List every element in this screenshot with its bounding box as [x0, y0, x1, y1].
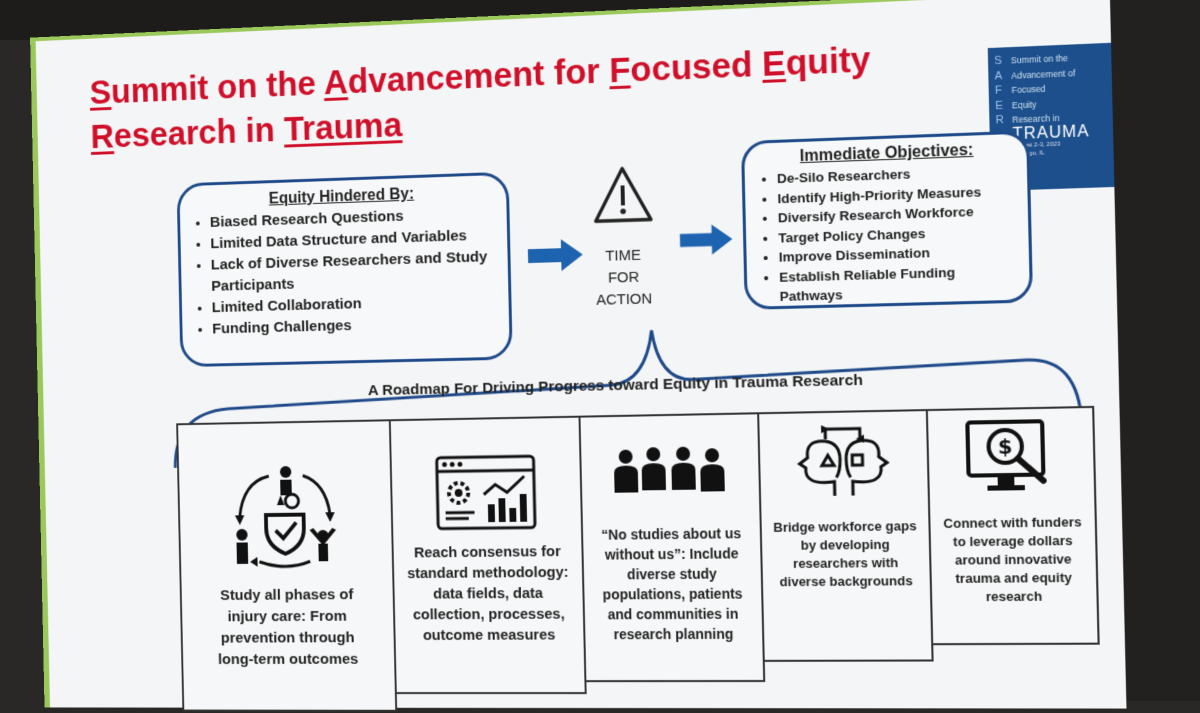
- projection-screen: Summit on the Advancement for Focused Eq…: [30, 0, 1126, 709]
- injury-care-cycle-icon: [227, 459, 342, 575]
- logo-row-text: Advancement of: [1011, 67, 1075, 80]
- logo-row-text: Focused: [1011, 84, 1045, 96]
- roadmap-panels: Study all phases of injury care: From pr…: [176, 405, 1139, 713]
- two-heads-exchange-icon: [795, 424, 892, 500]
- title-segment: ocused: [630, 45, 763, 90]
- logo-row-text: Summit on the: [1011, 53, 1068, 66]
- immediate-objectives-box: Immediate Objectives:De-Silo Researchers…: [741, 130, 1033, 310]
- panel-study-phases-text: Study all phases of injury care: From pr…: [187, 584, 389, 671]
- panel-diverse-populations-text: “No studies about us without us”: Includ…: [589, 523, 757, 644]
- dollar-magnifier-monitor-icon: $: [965, 417, 1056, 496]
- panel-standard-methodology-text: Reach consensus for standard methodology…: [399, 541, 578, 646]
- equity-hindered-list: Biased Research QuestionsLimited Data St…: [193, 203, 496, 341]
- logo-acronym-letter: F: [995, 83, 1012, 98]
- logo-acronym-letter: S: [994, 53, 1011, 69]
- time-for-action-line-1: TIME: [579, 244, 668, 269]
- data-dashboard-icon: [435, 454, 537, 530]
- right-arrow-icon: [528, 239, 583, 272]
- title-segment: dvancement for: [347, 51, 609, 101]
- panel-connect-funders: $ Connect with funders to leverage dolla…: [926, 406, 1100, 645]
- title-segment: F: [609, 51, 631, 91]
- time-for-action: TIME FOR ACTION: [579, 244, 669, 312]
- title-segment: quity: [785, 40, 871, 83]
- title-segment: ummit on the: [111, 64, 325, 111]
- time-for-action-line-2: FOR: [579, 266, 668, 290]
- title-segment: S: [89, 73, 111, 111]
- logo-acronym-letter: E: [995, 98, 1012, 113]
- panel-connect-funders-text: Connect with funders to leverage dollars…: [936, 513, 1090, 606]
- title-segment: R: [90, 117, 114, 155]
- warning-triangle-icon: [592, 164, 654, 224]
- logo-acronym-letter: R: [995, 113, 1012, 128]
- panel-workforce-gaps-text: Bridge workforce gaps by developing rese…: [768, 517, 924, 591]
- panel-diverse-populations: “No studies about us without us”: Includ…: [578, 412, 765, 682]
- logo-row-text: Research in: [1012, 113, 1060, 125]
- title-segment: A: [323, 63, 348, 102]
- panel-workforce-gaps: Bridge workforce gaps by developing rese…: [757, 409, 934, 662]
- panel-study-phases: Study all phases of injury care: From pr…: [176, 419, 397, 711]
- logo-acronym-letter: A: [994, 68, 1011, 84]
- logo-row-text: Equity: [1012, 99, 1037, 110]
- people-group-icon: [612, 445, 728, 495]
- panel-standard-methodology: Reach consensus for standard methodology…: [389, 416, 587, 694]
- svg-text:$: $: [998, 435, 1013, 459]
- objectives-list: De-Silo ResearchersIdentify High-Priorit…: [759, 161, 1020, 307]
- title-segment: E: [762, 44, 786, 84]
- title-segment: esearch in: [113, 111, 284, 155]
- title-segment: Trauma: [284, 106, 403, 149]
- right-arrow-icon: [679, 224, 734, 256]
- list-item: Establish Reliable Funding Pathways: [779, 260, 1020, 306]
- time-for-action-line-3: ACTION: [580, 288, 669, 312]
